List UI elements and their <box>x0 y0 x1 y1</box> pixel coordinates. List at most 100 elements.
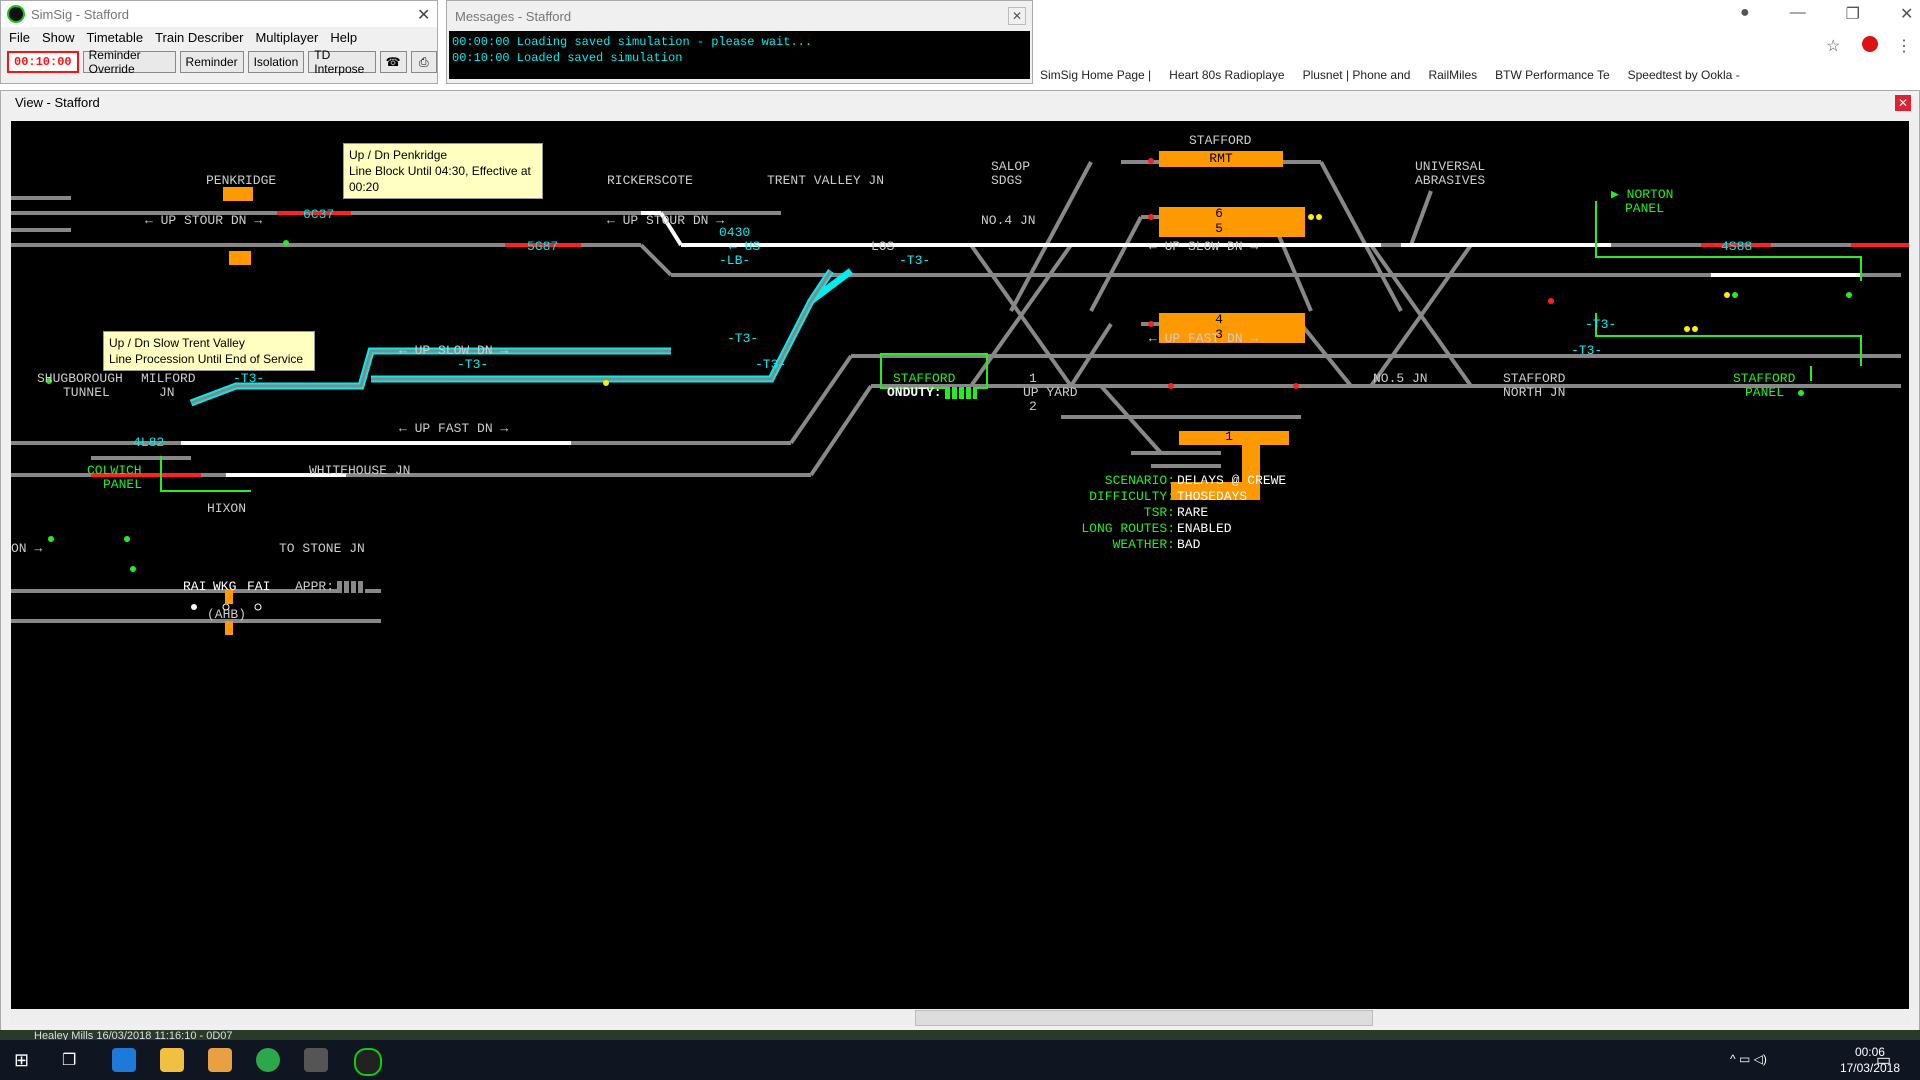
view-window: View - Stafford ✕ <box>0 90 1920 1034</box>
line-procession-note[interactable]: Up / Dn Slow Trent Valley Line Processio… <box>103 331 315 371</box>
line-label-t3: -T3- <box>755 357 787 372</box>
crossing-rai[interactable]: RAI <box>183 579 207 594</box>
menu-multiplayer[interactable]: Multiplayer <box>255 29 319 45</box>
train-description[interactable]: 0430 <box>719 225 751 240</box>
menu-show[interactable]: Show <box>41 29 75 45</box>
td-interpose-button[interactable]: TD Interpose <box>308 48 376 76</box>
line-label-los: LOS <box>871 239 895 254</box>
line-label: ← UP FAST DN → <box>399 421 509 436</box>
location-no5-jn: NO.5 JN <box>1373 371 1428 386</box>
location-trent-valley-jn: TRENT VALLEY JN <box>767 173 885 188</box>
train-description[interactable]: 6C37 <box>303 207 335 222</box>
bookmark[interactable]: BTW Performance Te <box>1495 68 1610 82</box>
platform-4-3 <box>1159 313 1305 343</box>
location-universal: UNIVERSAL <box>1415 159 1486 174</box>
store-icon[interactable] <box>304 1048 328 1072</box>
line-label: ← UP SLOW DN → <box>399 343 509 358</box>
colwich-panel-label[interactable]: COLWICH <box>87 463 142 478</box>
vertical-scrollbar[interactable] <box>1909 121 1917 1009</box>
close-icon[interactable]: ✕ <box>417 7 431 24</box>
bookmark[interactable]: Heart 80s Radioplaye <box>1169 68 1285 82</box>
platform-penkridge-up <box>223 187 253 201</box>
location-shugborough: SHUGBOROUGH <box>37 371 123 386</box>
platform-6-5 <box>1159 207 1305 237</box>
message-line: 00:10:00 Loaded saved simulation <box>452 51 683 65</box>
account-icon[interactable]: ● <box>1740 4 1750 21</box>
menu-train-describer[interactable]: Train Describer <box>155 29 244 45</box>
long-routes-label: LONG ROUTES: <box>1081 521 1175 536</box>
browser-window-controls: ● — ❐ ✕ <box>1740 4 1913 24</box>
menu-file[interactable]: File <box>9 29 30 45</box>
crossing-appr: APPR: <box>295 579 335 594</box>
reminder-override-button[interactable]: Reminder Override <box>82 48 176 76</box>
minimize-icon[interactable]: — <box>1789 4 1806 21</box>
bookmark[interactable]: SimSig Home Page | <box>1040 68 1152 82</box>
bookmark[interactable]: Plusnet | Phone and <box>1302 68 1411 82</box>
norton-panel-label: PANEL <box>1625 201 1665 216</box>
windows-start-icon[interactable]: ⊞ <box>14 1050 30 1070</box>
crossing-fai[interactable]: FAI <box>247 579 271 594</box>
media-player-icon[interactable] <box>208 1048 232 1072</box>
platform-hixon-up <box>225 590 233 604</box>
line-label-t3: -T3- <box>1571 343 1603 358</box>
location-sdgs: SDGS <box>991 173 1023 188</box>
restore-icon[interactable]: ❐ <box>1845 6 1861 23</box>
messages-title: Messages - Stafford <box>455 8 572 24</box>
location-hixon: HIXON <box>207 501 247 516</box>
platform-penkridge-dn <box>229 251 251 265</box>
more-icon[interactable]: ⋮ <box>1896 38 1912 55</box>
edge-icon[interactable] <box>112 1048 136 1072</box>
onduty-label: ONDUTY: <box>887 385 942 400</box>
system-clock[interactable]: 00:06 17/03/2018 <box>1840 1044 1900 1076</box>
stafford-panel-label[interactable]: STAFFORD <box>1733 371 1796 386</box>
crossing-wkg[interactable]: WKG <box>213 579 237 594</box>
notifications-icon[interactable]: ▭ <box>1876 1052 1892 1069</box>
sim-clock[interactable]: 00:10:00 <box>7 51 79 73</box>
close-icon[interactable]: ✕ <box>1008 7 1026 25</box>
horizontal-scrollbar[interactable] <box>11 1009 1911 1026</box>
adblock-icon[interactable] <box>1862 36 1878 52</box>
location-abrasives: ABRASIVES <box>1415 173 1486 188</box>
platform-rmt <box>1159 151 1283 167</box>
menu-help[interactable]: Help <box>330 29 358 45</box>
location-stafford-north: STAFFORD <box>1503 371 1566 386</box>
line-block-note[interactable]: Up / Dn Penkridge Line Block Until 04:30… <box>343 143 543 199</box>
stafford-panel-label: PANEL <box>1745 385 1785 400</box>
tray-icons[interactable]: ^ ▭ ◁) <box>1730 1052 1767 1066</box>
train-description[interactable]: 4L82 <box>133 435 165 450</box>
task-view-icon[interactable]: ❐ <box>62 1052 77 1069</box>
star-icon[interactable]: ☆ <box>1826 38 1841 55</box>
printer-icon[interactable]: ⎙ <box>410 51 437 73</box>
telephone-icon[interactable]: ☎ <box>379 51 407 73</box>
train-description[interactable]: 4S88 <box>1721 239 1753 254</box>
simsig-toolbar: 00:10:00 Reminder Override Reminder Isol… <box>1 47 437 76</box>
line-label-lb: -LB- <box>719 253 751 268</box>
note-line: Up / Dn Slow Trent Valley <box>109 336 245 350</box>
bookmark[interactable]: RailMiles <box>1428 68 1478 82</box>
simsig-taskbar-icon[interactable] <box>354 1048 382 1076</box>
scroll-thumb[interactable] <box>915 1010 1373 1026</box>
reminder-button[interactable]: Reminder <box>179 51 244 73</box>
signalling-diagram[interactable]: RMT 6 5 4 3 1 Up / Dn Penkridge Line Blo… <box>11 121 1911 1009</box>
location-to-stone-jn: TO STONE JN <box>279 541 365 556</box>
menu-timetable[interactable]: Timetable <box>86 29 144 45</box>
location-salop: SALOP <box>991 159 1031 174</box>
weather-label: WEATHER: <box>1112 537 1175 552</box>
isolation-button[interactable]: Isolation <box>247 51 305 73</box>
close-icon[interactable]: ✕ <box>1900 6 1914 23</box>
line-label-t3: -T3- <box>457 357 489 372</box>
track-layout <box>11 158 1911 623</box>
norton-panel-link[interactable]: ▶ NORTON <box>1611 187 1674 202</box>
clock-date: 17/03/2018 <box>1839 1061 1900 1075</box>
location-stafford: STAFFORD <box>1189 133 1252 148</box>
line-label-t3: -T3- <box>899 253 931 268</box>
line-label-on: ON → <box>11 541 43 556</box>
close-icon[interactable]: ✕ <box>1895 95 1911 111</box>
bookmark[interactable]: Speedtest by Ookla - <box>1627 68 1740 82</box>
chrome-icon[interactable] <box>256 1048 280 1072</box>
platform-label: RMT <box>1209 151 1233 166</box>
file-explorer-icon[interactable] <box>160 1048 184 1072</box>
platform-label: 5 <box>1215 221 1223 236</box>
location-rickerscote: RICKERSCOTE <box>607 173 693 188</box>
train-description[interactable]: 5G87 <box>527 239 559 254</box>
